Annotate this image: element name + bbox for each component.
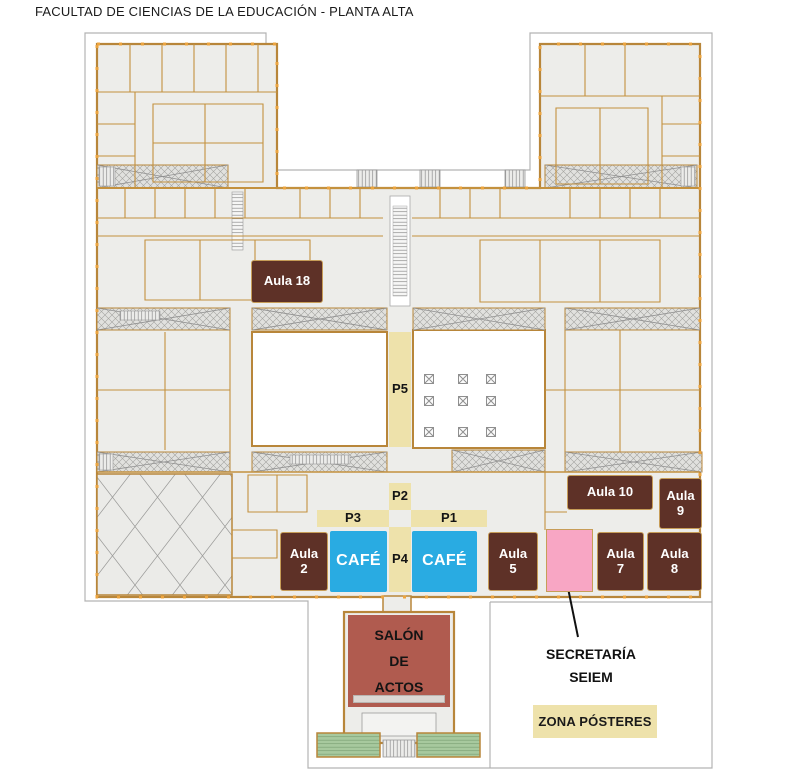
room-label: CAFÉ (336, 552, 381, 570)
poster-zone-p3: P3 (317, 510, 389, 527)
room-secretaria-seiem (546, 529, 593, 592)
poster-zone-p1: P1 (411, 510, 487, 527)
skylight-icons (424, 374, 496, 437)
poster-zone-p5: P5 (389, 332, 411, 447)
legend-zona-posteres: ZONA PÓSTERES (533, 705, 657, 738)
room-label: Aula 5 (498, 545, 528, 576)
room-label: CAFÉ (422, 552, 467, 570)
secretaria-annotation: SECRETARÍA SEIEM (546, 646, 636, 685)
terrace-left (316, 732, 381, 758)
page-title: FACULTAD DE CIENCIAS DE LA EDUCACIÓN - P… (35, 4, 414, 19)
room-aula-10: Aula 10 (567, 475, 653, 510)
legend-label: ZONA PÓSTERES (538, 714, 652, 729)
side-stair (231, 191, 244, 251)
poster-zone-p2: P2 (389, 483, 411, 510)
room-cafe-left: CAFÉ (330, 531, 387, 592)
room-label: SALÓN DE ACTOS (374, 627, 424, 695)
room-salon-de-actos: SALÓN DE ACTOS (348, 615, 450, 707)
room-label: Aula 18 (263, 273, 311, 289)
room-label: Aula 8 (660, 545, 689, 576)
room-label: Aula 9 (666, 487, 695, 518)
terrace-right (416, 732, 481, 758)
room-aula-18: Aula 18 (251, 260, 323, 303)
room-aula-9: Aula 9 (659, 478, 702, 529)
room-aula-2: Aula 2 (280, 532, 328, 591)
room-cafe-right: CAFÉ (412, 531, 477, 592)
stair-ladders (98, 166, 696, 471)
poster-zone-label: P5 (392, 381, 408, 397)
room-aula-8: Aula 8 (647, 532, 702, 591)
notch-stairs (356, 169, 526, 188)
room-label: Aula 10 (586, 484, 634, 500)
courtyard-right (412, 329, 546, 449)
poster-zone-label: P4 (392, 551, 408, 567)
poster-zone-label: P2 (392, 488, 408, 504)
central-escalator (389, 195, 411, 307)
poster-zone-label: P1 (441, 510, 457, 526)
poster-zone-p4: P4 (389, 527, 411, 592)
room-label: Aula 7 (606, 545, 635, 576)
courtyard-left (251, 331, 388, 447)
room-aula-5: Aula 5 (488, 532, 538, 591)
room-label: Aula 2 (289, 545, 319, 576)
room-aula-7: Aula 7 (597, 532, 644, 591)
poster-zone-label: P3 (345, 510, 361, 526)
hall-diamond-zone (96, 473, 233, 596)
interior-partitions (97, 44, 700, 559)
